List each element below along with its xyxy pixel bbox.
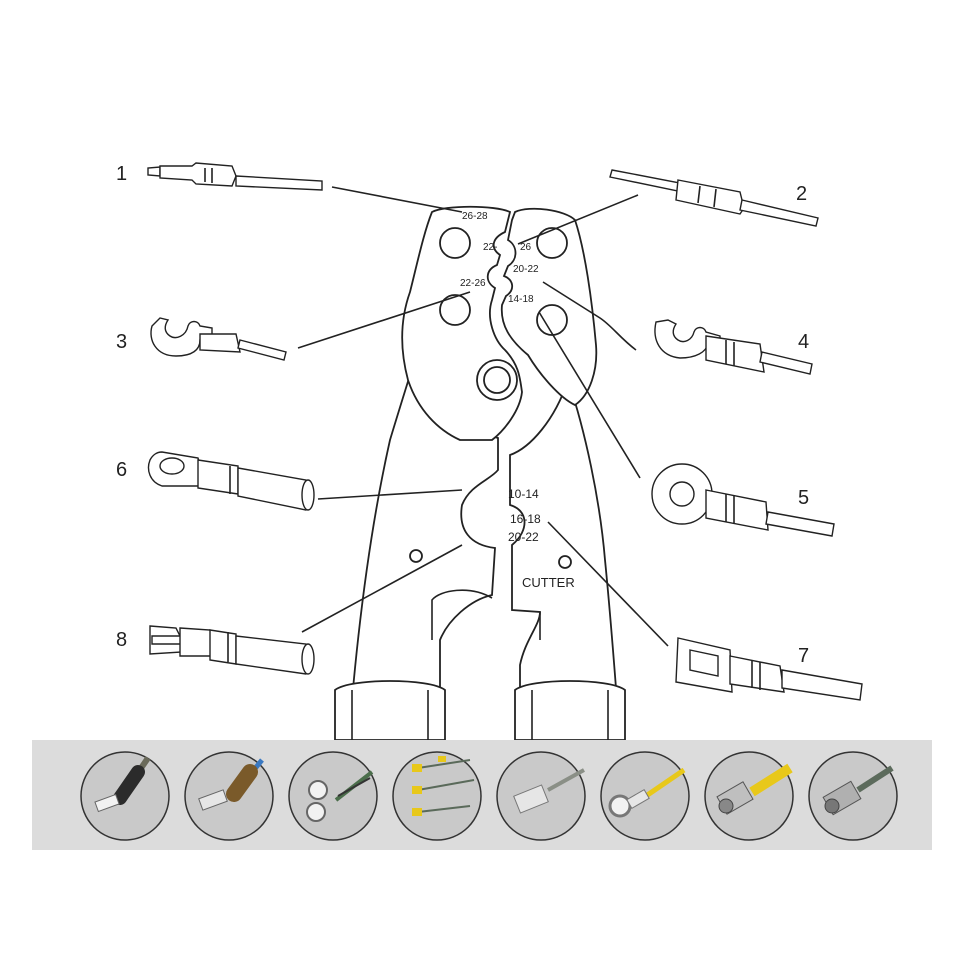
jaw-gauge-labels: 26-28 22- 26 20-22 22-26 14-18 10-14 16-… [460, 211, 575, 590]
insulated-ring-terminal-6 [147, 451, 315, 511]
gauge-label-26: 26 [520, 242, 532, 253]
callout-8: 8 [116, 629, 127, 651]
butt-splice-connector-2 [609, 169, 819, 227]
insulated-fork-terminal-8 [149, 625, 315, 675]
sample-item-6 [600, 751, 690, 841]
jaw-hole [536, 227, 568, 259]
callout-7: 7 [798, 645, 809, 667]
ring-terminal-5 [651, 463, 835, 537]
gauge-label-14-18: 14-18 [508, 294, 534, 305]
sample-item-2 [184, 751, 274, 841]
insulated-fork-terminal-4 [654, 319, 813, 375]
callout-3: 3 [116, 331, 127, 353]
sample-item-1 [80, 751, 170, 841]
sample-item-5 [496, 751, 586, 841]
callout-6: 6 [116, 459, 127, 481]
gauge-label-16-18: 16-18 [510, 512, 541, 526]
rivet [409, 549, 423, 563]
crimping-tool [334, 205, 626, 741]
jaw-hole [439, 227, 471, 259]
rivet [558, 555, 572, 569]
sample-item-7 [704, 751, 794, 841]
callout-1: 1 [116, 163, 127, 185]
sample-item-8 [808, 751, 898, 841]
gauge-label-20-22-lower: 20-22 [508, 530, 539, 544]
leader-lines [297, 186, 669, 647]
sample-item-4 [392, 751, 482, 841]
gauge-label-20-22-upper: 20-22 [513, 264, 539, 275]
callout-2: 2 [796, 183, 807, 205]
gauge-label-22-26: 22-26 [460, 278, 486, 289]
jaw-hole [536, 304, 568, 336]
right-grip [514, 680, 626, 741]
jaw-hole [439, 294, 471, 326]
callout-numbers: 1 2 3 4 5 6 7 8 [116, 163, 809, 667]
gauge-label-10-14: 10-14 [508, 487, 539, 501]
gauge-label-26-28: 26-28 [462, 211, 488, 222]
callout-5: 5 [798, 487, 809, 509]
callout-4: 4 [798, 331, 809, 353]
pin-connector-1 [147, 162, 323, 191]
pivot-bolt-inner [483, 366, 511, 394]
female-spade-connector-7 [675, 637, 863, 701]
left-grip [334, 680, 446, 741]
gauge-label-22: 22- [483, 242, 497, 253]
cutter-label: CUTTER [522, 575, 575, 590]
fork-terminal-3 [150, 317, 287, 361]
sample-item-3 [288, 751, 378, 841]
